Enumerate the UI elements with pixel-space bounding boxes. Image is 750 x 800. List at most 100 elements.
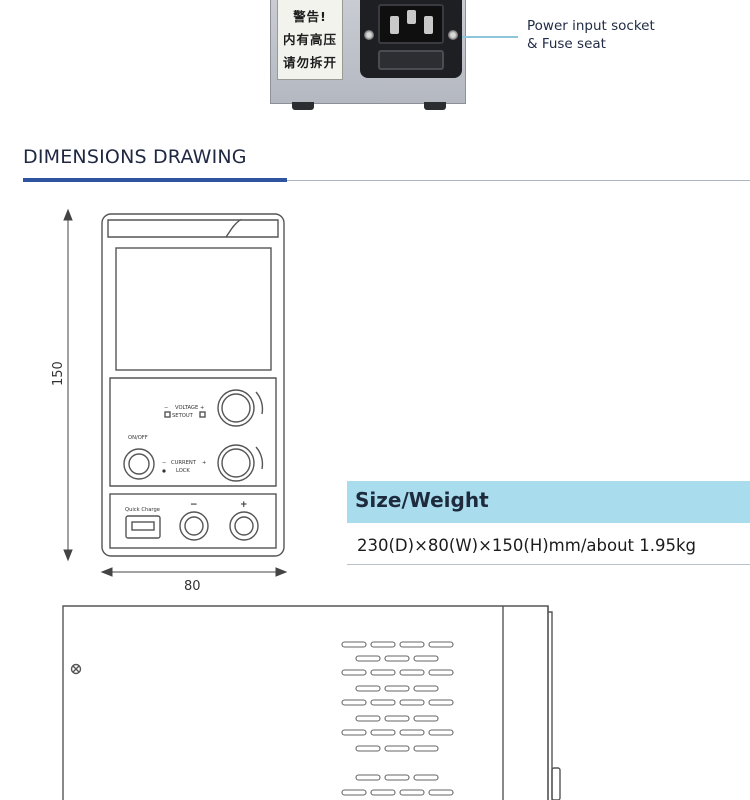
vent-slot <box>399 641 425 648</box>
vent-slot <box>341 669 367 676</box>
voltage-knob-inner <box>221 393 251 423</box>
vent-slot <box>384 685 410 692</box>
vent-slot <box>413 655 439 662</box>
section-divider <box>23 180 750 181</box>
vent-slot <box>341 641 367 648</box>
vent-slot <box>355 774 381 781</box>
section-accent-bar <box>23 178 287 182</box>
onoff-label: ON/OFF <box>128 435 148 441</box>
front-outline <box>101 213 285 557</box>
section-title: DIMENSIONS DRAWING <box>23 146 247 168</box>
vent-slot <box>399 669 425 676</box>
vent-slot <box>384 655 410 662</box>
setout-label: SETOUT <box>172 413 194 419</box>
arrow-down-icon <box>63 549 73 562</box>
current-label: CURRENT <box>171 460 197 466</box>
height-dimension: 150 <box>51 361 66 386</box>
arrow-up-icon <box>63 208 73 221</box>
quick-charge-label: Quick Charge <box>125 507 160 513</box>
vent-slot <box>428 699 454 706</box>
voltage-arc <box>255 391 264 415</box>
vent-slot <box>384 745 410 752</box>
lower-panel <box>109 493 277 549</box>
socket-pin <box>407 10 416 24</box>
vent-slot <box>370 729 396 736</box>
arrow-left-icon <box>100 567 113 577</box>
vent-slot <box>355 745 381 752</box>
control-panel <box>109 377 277 487</box>
vent-slot <box>413 685 439 692</box>
vent-slot <box>370 789 396 796</box>
front-view-drawing: VOLTAGE − + SETOUT ON/OFF CURRENT − + LO… <box>51 208 288 594</box>
vent-slot <box>428 641 454 648</box>
vent-slot <box>428 729 454 736</box>
vent-slot <box>399 699 425 706</box>
power-socket <box>360 0 462 78</box>
vent-slot <box>413 745 439 752</box>
top-band <box>107 219 243 238</box>
power-button <box>123 448 155 480</box>
callout-label: Power input socket & Fuse seat <box>527 17 727 53</box>
vent-slot <box>355 685 381 692</box>
warning-line-1: 警告! <box>293 9 327 24</box>
display-window <box>115 247 272 371</box>
side-view-drawing <box>62 605 561 800</box>
vent-slot <box>428 789 454 796</box>
side-front-lip <box>548 611 553 800</box>
spec-heading: Size/Weight <box>347 481 750 523</box>
current-plus: + <box>202 460 206 466</box>
voltage-minus: − <box>164 405 168 411</box>
voltage-knob <box>217 389 255 427</box>
lock-label: LOCK <box>176 468 190 474</box>
vent-slot <box>341 789 367 796</box>
callout-line-1: Power input socket <box>527 18 655 34</box>
vent-slot <box>370 699 396 706</box>
vent-slot <box>399 789 425 796</box>
current-knob-inner <box>221 448 251 478</box>
terminal-negative <box>179 511 209 541</box>
vent-slot <box>384 715 410 722</box>
vent-slot <box>355 715 381 722</box>
screw-icon <box>70 663 82 675</box>
vent-slots <box>341 641 454 796</box>
spec-value: 230(D)×80(W)×150(H)mm/about 1.95kg <box>357 536 697 555</box>
warning-line-2: 内有高压 <box>282 32 337 47</box>
voltage-label: VOLTAGE <box>175 405 198 411</box>
vent-slot <box>428 669 454 676</box>
usb-port <box>125 515 161 539</box>
top-band-right <box>226 219 279 238</box>
current-indicator-dot <box>162 469 166 473</box>
vent-slot <box>370 641 396 648</box>
vent-slot <box>370 669 396 676</box>
arrow-right-icon <box>275 567 288 577</box>
warning-line-3: 请勿拆开 <box>282 55 337 70</box>
vent-slot <box>355 655 381 662</box>
iec-socket <box>378 4 444 44</box>
terminal-plus-label: + <box>240 500 248 510</box>
rear-foot-left <box>292 102 314 110</box>
rear-foot-right <box>424 102 446 110</box>
vent-slot <box>413 774 439 781</box>
vent-slot <box>341 699 367 706</box>
socket-pin <box>390 16 399 34</box>
socket-pin <box>424 16 433 34</box>
indicator-box <box>164 411 171 418</box>
terminal-positive <box>229 511 259 541</box>
terminal-positive-inner <box>234 516 254 536</box>
vent-slot <box>413 715 439 722</box>
current-minus: − <box>162 460 166 466</box>
terminal-minus-label: − <box>190 500 198 510</box>
vent-slot <box>384 774 410 781</box>
fuse-seat <box>378 50 444 70</box>
current-knob <box>217 444 255 482</box>
width-dimension: 80 <box>184 579 201 594</box>
callout-leader-line <box>462 36 518 38</box>
vent-slot <box>341 729 367 736</box>
usb-slot <box>131 521 155 531</box>
vent-slot <box>399 729 425 736</box>
warning-sticker: 警告! 内有高压 请勿拆开 <box>277 0 343 80</box>
current-arc <box>255 446 264 470</box>
side-outline <box>62 605 549 800</box>
power-button-inner <box>128 453 150 475</box>
callout-line-2: & Fuse seat <box>527 36 606 52</box>
